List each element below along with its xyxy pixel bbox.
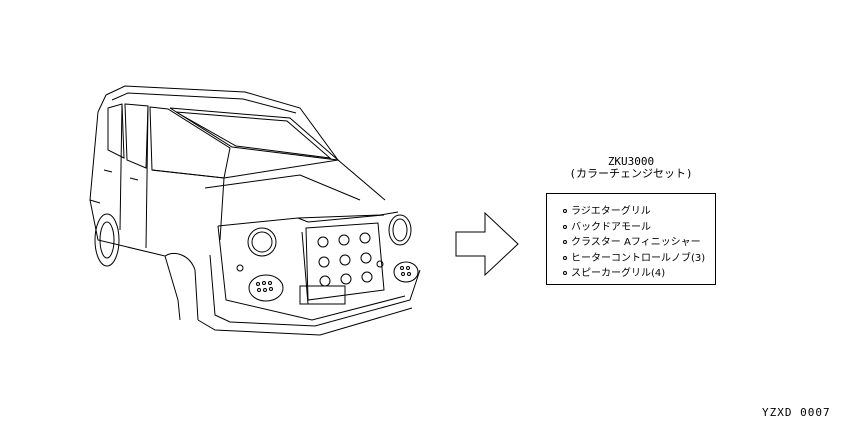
kit-item: クラスター Aフィニッシャー [563, 235, 715, 251]
kit-contents-box: ラジエターグリル バックドアモール クラスター Aフィニッシャー ヒーターコント… [546, 193, 716, 285]
kit-item: ラジエターグリル [563, 204, 715, 220]
kit-item: バックドアモール [563, 220, 715, 236]
bullet-icon [563, 209, 567, 213]
diagram-id: YZXD 0007 [762, 406, 831, 419]
kit-item-label: スピーカーグリル(4) [571, 268, 666, 279]
kit-name: (カラーチェンジセット) [569, 167, 693, 180]
bullet-icon [563, 271, 567, 275]
kit-item-label: ラジエターグリル [571, 206, 651, 217]
kit-code: ZKU3000 [607, 155, 655, 168]
kit-item-label: バックドアモール [571, 221, 651, 233]
kit-item: ヒーターコントロールノブ(3) [563, 251, 715, 267]
bullet-icon [563, 224, 567, 229]
kit-item: スピーカーグリル(4) [563, 266, 715, 282]
kit-item-label: クラスター Aフィニッシャー [571, 237, 701, 248]
car-illustration [89, 85, 421, 336]
bullet-icon [563, 255, 567, 260]
kit-item-label: ヒーターコントロールノブ(3) [571, 252, 706, 264]
right-arrow-icon [455, 212, 519, 277]
bullet-icon [563, 240, 567, 244]
